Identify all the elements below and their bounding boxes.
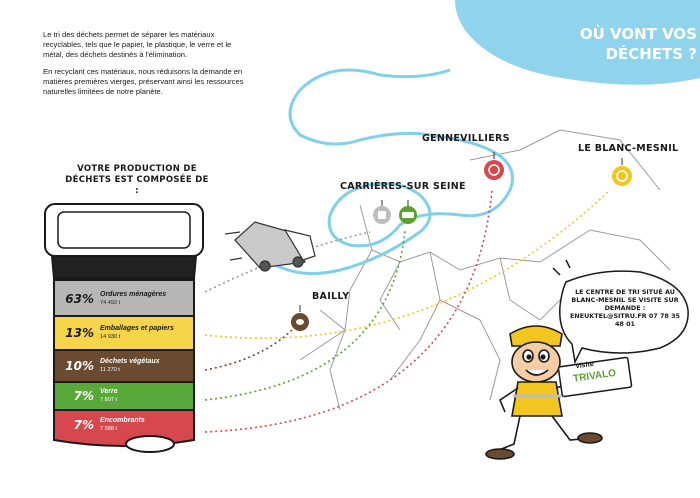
pct-emballages: 13% xyxy=(65,326,94,340)
visit-sign-board xyxy=(557,356,633,398)
intro-paragraph-1: Le tri des déchets permet de séparer les… xyxy=(43,30,232,60)
intro-paragraph-2: En recyclant ces matériaux, nous réduiso… xyxy=(43,66,244,97)
bubble-rays xyxy=(552,259,571,276)
label-verre: Verre xyxy=(100,388,118,395)
city-gennevilliers: GENNEVILLIERS xyxy=(422,133,510,144)
heading-badge: OÙ VONT VOS DÉCHETS ? xyxy=(455,0,700,90)
arrow-verre xyxy=(204,229,406,401)
bin-row-verre: 7% Verre 7 807 t xyxy=(60,383,198,409)
sign-trivalo: TRIVALO xyxy=(572,367,617,385)
label-encombrants: Encombrants xyxy=(100,417,145,424)
pct-encombrants: 7% xyxy=(73,418,94,432)
city-blanc-mesnil: LE BLANC-MESNIL xyxy=(578,143,679,154)
pct-verre: 7% xyxy=(73,389,94,403)
pct-vegetaux: 10% xyxy=(65,359,94,373)
qty-verre: 7 807 t xyxy=(100,397,118,403)
qty-vegetaux: 11 270 t xyxy=(100,367,120,373)
qty-ordures: 74 492 t xyxy=(100,300,121,306)
commune-boundaries xyxy=(299,129,671,411)
qty-emballages: 14 930 t xyxy=(100,334,121,340)
arrow-emballages xyxy=(204,189,611,339)
intro-text: Le tri des déchets permet de séparer les… xyxy=(43,30,253,103)
seine-river xyxy=(269,68,514,276)
heading-blob xyxy=(455,0,700,85)
title-word-ou: OÙ xyxy=(579,25,605,43)
marker-gennevilliers xyxy=(484,152,504,180)
label-ordures: Ordures ménagères xyxy=(100,291,167,298)
garbage-truck-illustration xyxy=(224,221,316,272)
bin-row-ordures: 63% Ordures ménagères 74 492 t xyxy=(60,286,198,312)
bin-row-emballages: 13% Emballages et papiers 14 930 t xyxy=(60,320,198,346)
marker-blanc-mesnil xyxy=(612,158,632,186)
title-word-vont: VONT VOS xyxy=(609,25,697,43)
label-emballages: Emballages et papiers xyxy=(100,325,174,332)
bubble-text: LE CENTRE DE TRI SITUÉ AU BLANC-MESNIL S… xyxy=(570,288,680,328)
production-title: VOTRE PRODUCTION DE DÉCHETS EST COMPOSÉE… xyxy=(65,164,209,196)
bin-row-encombrants: 7% Encombrants 7 588 t xyxy=(60,412,198,438)
arrow-vegetaux xyxy=(204,329,293,371)
bin-wheel xyxy=(125,435,175,453)
sign-visite: Visite xyxy=(575,360,595,371)
speech-bubble xyxy=(559,270,689,365)
arrow-encombrants xyxy=(204,189,493,433)
title-line-2: DÉCHETS ? xyxy=(605,45,697,63)
bin-row-vegetaux: 10% Déchets végétaux 11 270 t xyxy=(60,353,198,379)
trash-bin xyxy=(44,203,204,453)
marker-bailly xyxy=(291,305,309,331)
pct-ordures: 63% xyxy=(65,292,94,306)
label-vegetaux: Déchets végétaux xyxy=(100,358,160,365)
city-carrieres: CARRIÈRES-SUR SEINE xyxy=(340,181,466,192)
city-bailly: BAILLY xyxy=(312,291,350,302)
qty-encombrants: 7 588 t xyxy=(100,426,118,432)
page-title: OÙ VONT VOS DÉCHETS ? xyxy=(580,24,697,64)
